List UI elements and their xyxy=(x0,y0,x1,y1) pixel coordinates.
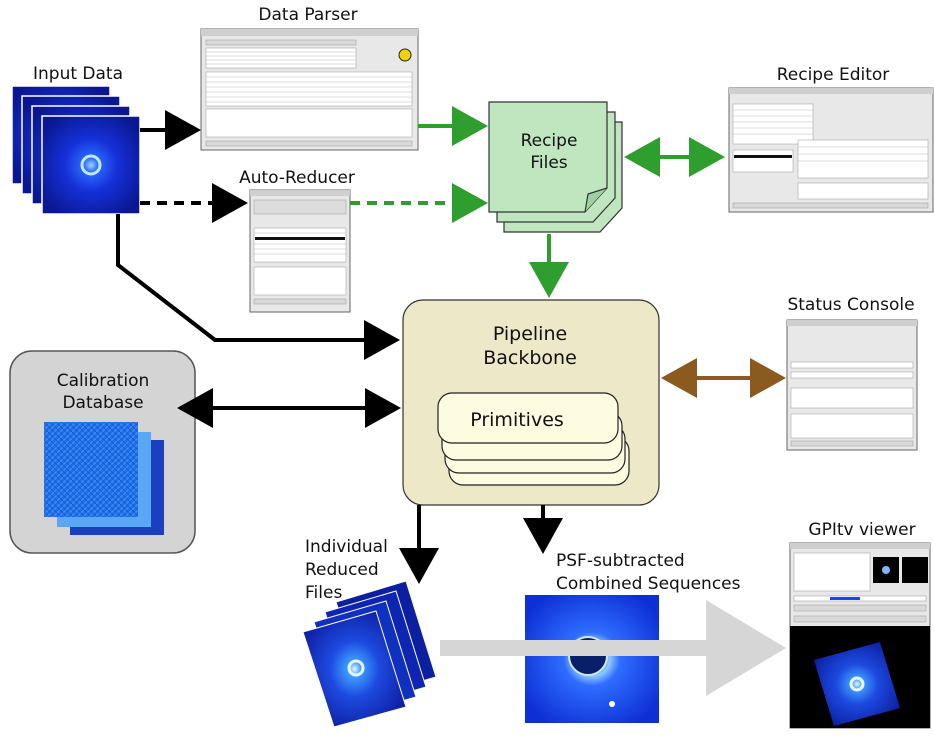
data-parser-log xyxy=(205,108,413,138)
recipe-editor-window: Recipe Editor xyxy=(728,65,934,213)
data-parser-label: Data Parser xyxy=(258,5,357,25)
individual-star-ring xyxy=(347,659,365,677)
status-console-label: Status Console xyxy=(787,295,914,315)
data-parser-table xyxy=(205,71,413,107)
primitives-label: Primitives xyxy=(470,409,564,431)
input-star-ring xyxy=(80,154,102,176)
calibration-label-line1: Calibration xyxy=(57,371,150,391)
pipeline-label-line2: Backbone xyxy=(483,347,577,369)
status-console-titlebar xyxy=(787,320,917,326)
psf-label-line2: Combined Sequences xyxy=(556,574,741,594)
recipe-editor-file-list xyxy=(732,103,814,145)
status-console-progress-1 xyxy=(790,361,914,369)
psf-label-line1: PSF-subtracted xyxy=(556,551,685,571)
individual-label-line3: Files xyxy=(305,583,342,603)
recipe-editor-titlebar xyxy=(729,88,933,94)
gpitv-viewer-window: GPItv viewer xyxy=(789,520,931,729)
individual-reduced-files: Individual Reduced Files xyxy=(302,537,437,728)
status-console-progress-2 xyxy=(790,371,914,379)
auto-reducer-selected-row xyxy=(255,237,345,240)
gpitv-controls xyxy=(793,615,927,623)
gpitv-titlebar xyxy=(790,543,930,549)
data-parser-toolbar xyxy=(205,39,357,46)
auto-reducer-label: Auto-Reducer xyxy=(239,168,355,188)
recipe-editor-primitive-list xyxy=(732,149,794,173)
psf-subtracted-combined: PSF-subtracted Combined Sequences xyxy=(525,551,741,723)
gpitv-label: GPItv viewer xyxy=(808,520,915,540)
gpitv-colorbar-fill xyxy=(830,597,860,600)
individual-frame-1 xyxy=(302,610,407,728)
recipe-editor-label: Recipe Editor xyxy=(777,65,890,85)
pipeline-label-line1: Pipeline xyxy=(493,323,567,345)
gpitv-zoom-panel xyxy=(902,557,928,583)
gpitv-buttons xyxy=(793,604,927,612)
recipe-label-line2: Files xyxy=(530,153,567,173)
auto-reducer-titlebar xyxy=(250,190,350,196)
auto-reducer-file-list xyxy=(253,227,347,263)
arrow-input-to-pipeline xyxy=(116,214,400,360)
pipeline-backbone: Pipeline Backbone Primitives xyxy=(402,299,660,506)
recipe-editor-selected-row xyxy=(734,155,792,158)
individual-label-line1: Individual xyxy=(305,537,388,557)
status-console-buttons xyxy=(790,440,914,447)
input-data: Input Data xyxy=(11,64,141,215)
recipe-files: Recipe Files xyxy=(488,101,623,233)
psf-companion-point xyxy=(609,701,615,707)
input-data-label: Input Data xyxy=(33,64,123,84)
calibration-frame-front xyxy=(44,422,138,517)
status-console-log xyxy=(790,413,914,439)
gpitv-image-star xyxy=(849,676,865,692)
data-parser-file-list xyxy=(205,47,357,69)
data-parser-window: Data Parser xyxy=(200,5,419,151)
recipe-editor-statusbar xyxy=(732,202,929,209)
data-parser-statusbar xyxy=(205,140,413,147)
recipe-label-line1: Recipe xyxy=(521,131,578,151)
data-parser-titlebar xyxy=(201,29,418,36)
calibration-database: Calibration Database xyxy=(9,350,196,554)
status-console-window: Status Console xyxy=(786,295,918,451)
gpitv-image xyxy=(814,642,900,726)
gpitv-thumbnail-star xyxy=(882,566,890,574)
individual-label-line2: Reduced xyxy=(305,560,379,580)
auto-reducer-options xyxy=(253,199,347,215)
gpitv-info-panel xyxy=(793,552,871,592)
auto-reducer-buttons xyxy=(253,298,347,305)
calibration-label-line2: Database xyxy=(62,393,143,413)
recipe-page-fold xyxy=(584,187,608,213)
auto-reducer-log xyxy=(253,266,347,296)
recipe-editor-steps-table xyxy=(797,139,929,179)
auto-reducer-window: Auto-Reducer xyxy=(239,168,355,313)
recipe-editor-params-table xyxy=(797,182,929,200)
input-frame-1 xyxy=(41,115,141,215)
data-parser-logo-icon xyxy=(398,48,412,62)
primitive-card-1 xyxy=(437,392,619,444)
status-console-messages xyxy=(790,387,914,409)
